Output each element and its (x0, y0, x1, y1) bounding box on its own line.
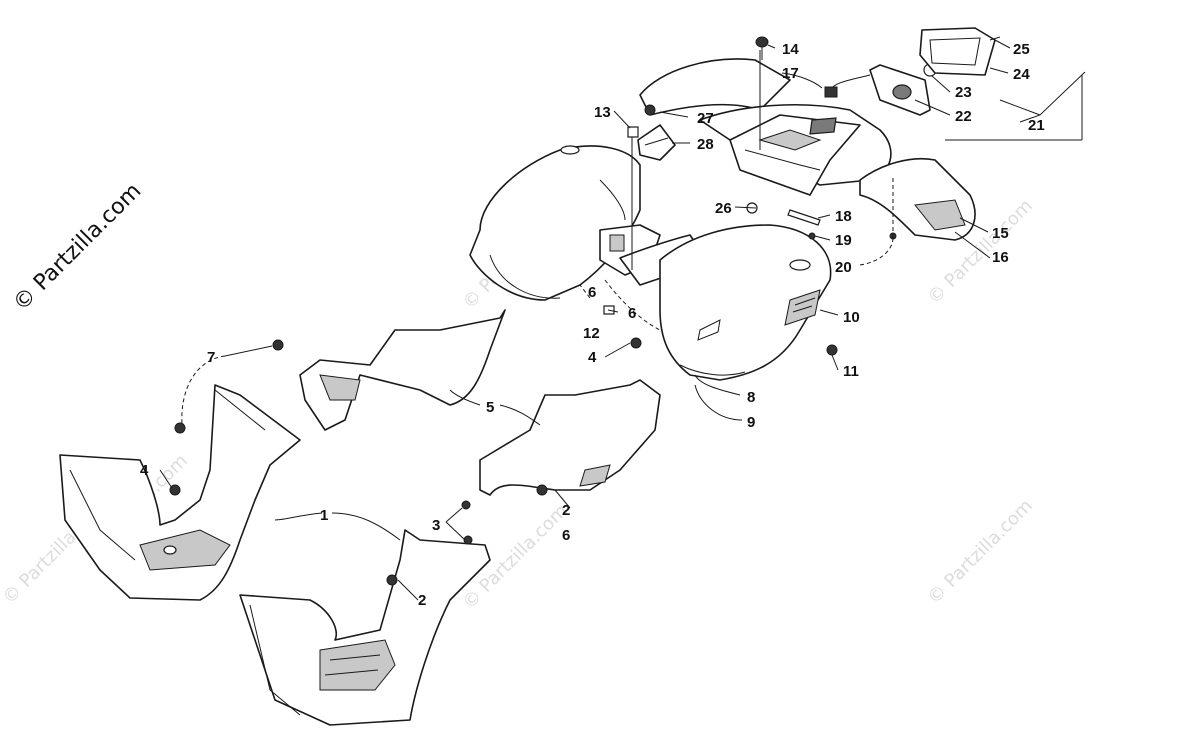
callout-23: 23 (955, 84, 972, 101)
callout-7: 7 (207, 349, 215, 366)
callout-13: 13 (594, 104, 611, 121)
callout-6: 6 (562, 527, 570, 544)
callout-25: 25 (1013, 41, 1030, 58)
callout-18: 18 (835, 208, 852, 225)
callout-4: 4 (588, 349, 597, 366)
callout-10: 10 (843, 309, 860, 326)
callout-16: 16 (992, 249, 1009, 266)
callout-6: 6 (588, 284, 596, 301)
callout-22: 22 (955, 108, 972, 125)
callout-9: 9 (747, 414, 755, 431)
callout-21: 21 (1028, 117, 1045, 134)
callout-17: 17 (782, 65, 799, 82)
callout-2: 2 (418, 592, 426, 609)
callout-1: 1 (320, 507, 328, 524)
main-rear-fender (469, 145, 832, 381)
callout-2: 2 (562, 502, 570, 519)
callout-12: 12 (583, 325, 600, 342)
callout-4: 4 (140, 462, 149, 479)
leader-lines (159, 39, 1086, 601)
callout-24: 24 (1013, 66, 1030, 83)
callout-3: 3 (432, 517, 440, 534)
taillight-assembly (824, 27, 1001, 116)
callout-5: 5 (486, 399, 494, 416)
watermark-faint: © Partzilla.com (924, 495, 1037, 608)
callout-8: 8 (747, 389, 755, 406)
callout-14: 14 (782, 41, 799, 58)
rear-fender-assembly (639, 58, 976, 241)
callout-26: 26 (715, 200, 732, 217)
watermark-main: © Partzilla.com (9, 179, 147, 317)
callout-6: 6 (628, 305, 636, 322)
callouts: 1 2 2 3 4 4 5 6 6 6 7 8 9 10 11 12 13 14… (140, 41, 1045, 609)
right-footwell (239, 529, 491, 726)
left-footwell (59, 384, 301, 601)
callout-11: 11 (843, 363, 859, 380)
callout-27: 27 (697, 110, 714, 127)
callout-28: 28 (697, 136, 714, 153)
side-panels (299, 309, 661, 496)
bracket (631, 50, 761, 270)
callout-15: 15 (992, 225, 1009, 242)
callout-20: 20 (835, 259, 852, 276)
callout-19: 19 (835, 232, 852, 249)
